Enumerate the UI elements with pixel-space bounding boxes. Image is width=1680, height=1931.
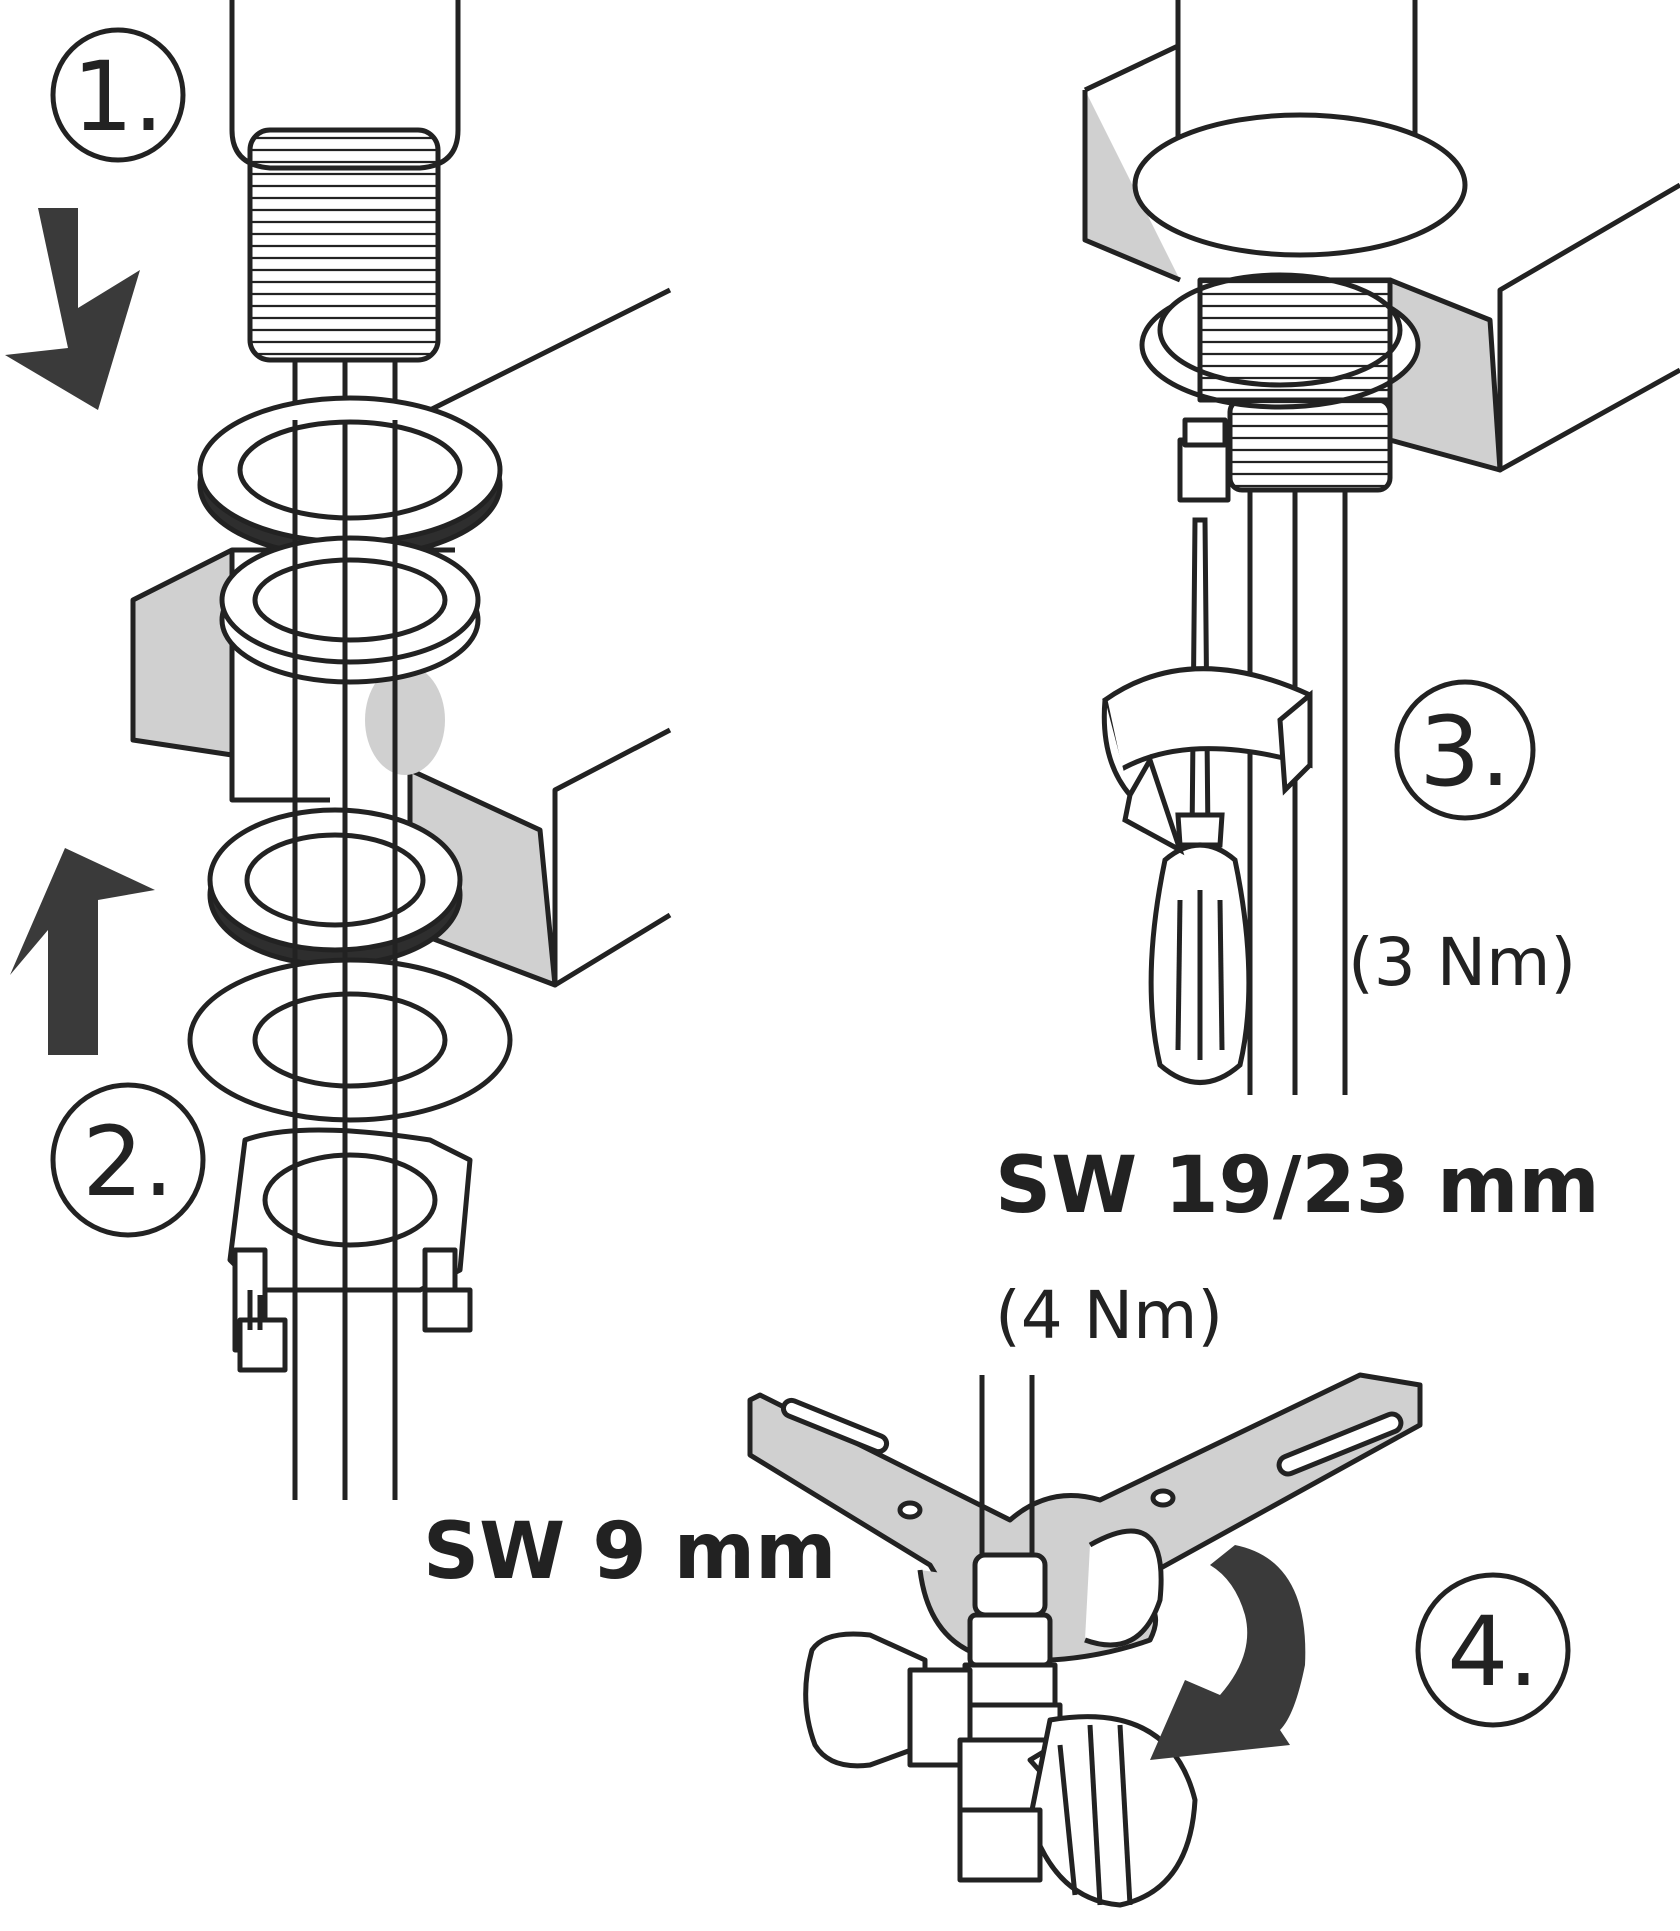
- arrow-down-icon: [5, 208, 140, 410]
- rotate-arrow-icon: [1150, 1545, 1306, 1760]
- step-1-badge: 1.: [50, 27, 186, 163]
- wrench-and-valve: [747, 1372, 1423, 1908]
- arrow-up-icon: [10, 848, 155, 1055]
- step-4-number: 4.: [1447, 1596, 1539, 1708]
- rotate-arrow-icon: [1101, 666, 1313, 856]
- wrench-size-small: SW 9 mm: [423, 1507, 836, 1597]
- step-4-badge: 4.: [1415, 1572, 1571, 1728]
- hoses-left: [292, 420, 398, 1500]
- faucet-assembly-left: [130, 0, 672, 1500]
- torque-label-wrench: (4 Nm): [995, 1277, 1223, 1354]
- step-2-badge: 2.: [50, 1082, 206, 1238]
- step-3-badge: 3.: [1394, 679, 1536, 821]
- torque-label-screwdriver: (3 Nm): [1348, 924, 1576, 1001]
- step-1-number: 1.: [72, 41, 164, 153]
- faucet-assembly-right: [1082, 0, 1680, 1095]
- step-3-number: 3.: [1419, 696, 1511, 808]
- step-2-number: 2.: [82, 1106, 174, 1218]
- wrench-size-large: SW 19/23 mm: [995, 1141, 1600, 1231]
